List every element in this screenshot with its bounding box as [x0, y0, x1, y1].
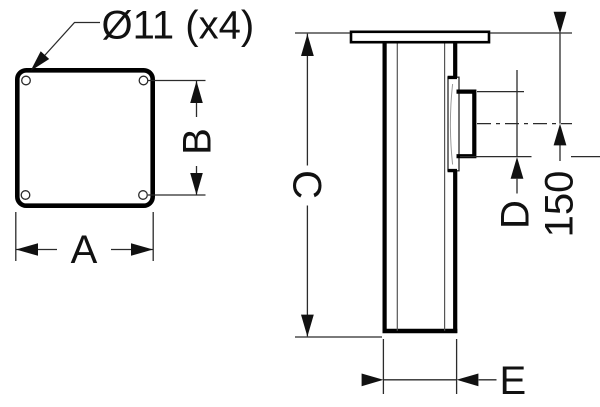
dim-c-extension-lines: [295, 32, 382, 338]
dimension-b: B: [147, 79, 220, 196]
dim-c-arrow-top: [301, 34, 314, 56]
bolt-hole-bottom-right: [138, 190, 148, 200]
dim-a-arrow-left: [16, 243, 38, 256]
hole-callout-label: Ø11 (x4): [102, 4, 255, 48]
dim-b-arrow-top: [190, 81, 203, 103]
dim-150-arrow-bottom: [553, 123, 567, 146]
plate-top-view: Ø11 (x4): [14, 4, 255, 208]
dim-d-arrow: [510, 157, 524, 179]
dim-b-extension-lines: [147, 79, 206, 196]
dim-150-label: 150: [538, 171, 582, 238]
dim-e-arrow-left: [361, 373, 384, 387]
dimension-e: E: [361, 339, 527, 403]
tube-inner-lines: [396, 43, 446, 331]
dimension-c: C: [285, 32, 382, 338]
dim-c-label: C: [285, 170, 329, 199]
dim-a-label: A: [71, 228, 98, 272]
bolt-hole-top-left: [21, 75, 31, 86]
dim-c-arrow-bottom: [301, 314, 314, 337]
hole-callout-arrowhead: [30, 51, 50, 71]
bolt-hole-bottom-left: [20, 190, 31, 200]
dimension-150: 150: [477, 11, 582, 238]
saddle-curvature-line: [449, 83, 454, 165]
dim-e-arrow-right: [456, 373, 479, 387]
dim-b-arrow-bottom: [190, 173, 203, 195]
dimension-d: D: [460, 70, 600, 229]
dim-a-arrow-right: [131, 243, 153, 256]
dim-d-label: D: [494, 200, 538, 229]
dim-a-extension-lines: [15, 212, 154, 261]
wall-saddle-joints: [447, 75, 457, 173]
dimension-a: A: [15, 212, 154, 272]
dim-e-label: E: [500, 359, 527, 403]
plate-outline: [14, 68, 155, 208]
dim-d-extension-lines: [460, 90, 600, 158]
dim-150-arrow-top: [553, 11, 567, 34]
dim-e-extension-lines: [382, 339, 458, 394]
dim-b-label: B: [176, 128, 220, 155]
tube-side-view: [349, 30, 491, 334]
flange-outline: [349, 30, 491, 44]
bolt-hole-top-right: [138, 75, 149, 86]
hole-callout-leader-line: [36, 21, 100, 65]
